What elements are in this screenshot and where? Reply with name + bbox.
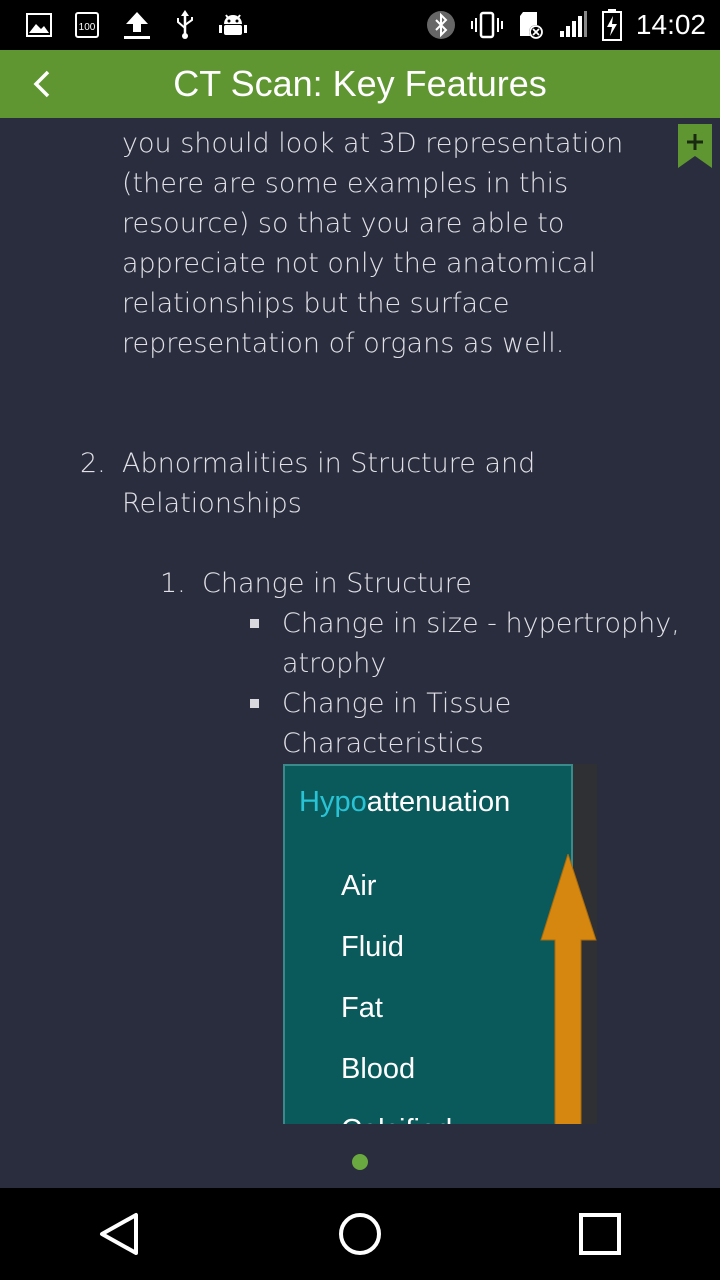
figure-title: Hypoattenuation [299, 786, 510, 819]
figure-item: Blood [341, 1053, 416, 1085]
arrow-up-icon [540, 854, 597, 1124]
sub-list-item-text: Change in Structure [202, 568, 472, 599]
bookmark-add-button[interactable] [678, 124, 712, 168]
bookmark-plus-icon [678, 124, 712, 168]
list-item-number: 2. [80, 448, 106, 479]
content-area[interactable]: you should look at 3D representation (th… [0, 118, 720, 1148]
nav-back-button[interactable] [60, 1188, 180, 1280]
notification-icons: 100 [0, 10, 248, 40]
sd-card-icon [518, 10, 544, 40]
figure-item: Fluid [341, 931, 404, 963]
sub-list-item-number: 1. [160, 568, 186, 599]
signal-icon [558, 11, 588, 39]
usb-icon [174, 10, 196, 40]
chevron-left-icon [33, 70, 50, 98]
android-debug-icon [218, 10, 248, 40]
battery-charging-icon [601, 9, 622, 41]
bullet-text: Change in size - hypertrophy, atrophy [282, 608, 680, 679]
navigation-bar [0, 1188, 720, 1280]
page-title: CT Scan: Key Features [173, 63, 547, 104]
figure-title-prefix: Hypo [299, 786, 367, 818]
page-indicator-dot [352, 1154, 368, 1170]
figure-item: Calcified [341, 1114, 452, 1124]
back-triangle-icon [100, 1213, 138, 1255]
home-circle-icon [339, 1213, 381, 1255]
bluetooth-icon [426, 10, 456, 40]
upload-icon [122, 10, 152, 40]
app-bar: CT Scan: Key Features [0, 50, 720, 118]
system-icons: 14:02 [426, 9, 720, 41]
clock: 14:02 [635, 9, 706, 40]
vibrate-icon [470, 11, 504, 39]
figure-item: Air [341, 870, 377, 902]
figure-panel: Hypoattenuation Air Fluid Fat Blood Calc… [283, 764, 573, 1124]
gallery-icon [26, 13, 52, 37]
status-bar: 100 14:02 [0, 0, 720, 50]
bullet-marker [250, 699, 259, 708]
battery-100-icon: 100 [74, 11, 100, 39]
nav-recents-button[interactable] [540, 1188, 660, 1280]
bullet-marker [250, 619, 259, 628]
figure-item: Fat [341, 992, 383, 1024]
svg-text:100: 100 [79, 22, 96, 33]
figure-title-rest: attenuation [366, 786, 511, 818]
intro-paragraph: you should look at 3D representation (th… [122, 128, 624, 359]
back-button[interactable] [0, 50, 84, 118]
list-item-text: Abnormalities in Structure and Relations… [122, 448, 536, 519]
attenuation-figure: Hypoattenuation Air Fluid Fat Blood Calc… [283, 764, 597, 1124]
nav-home-button[interactable] [300, 1188, 420, 1280]
recents-square-icon [579, 1213, 621, 1255]
bullet-text: Change in Tissue Characteristics [282, 688, 512, 759]
